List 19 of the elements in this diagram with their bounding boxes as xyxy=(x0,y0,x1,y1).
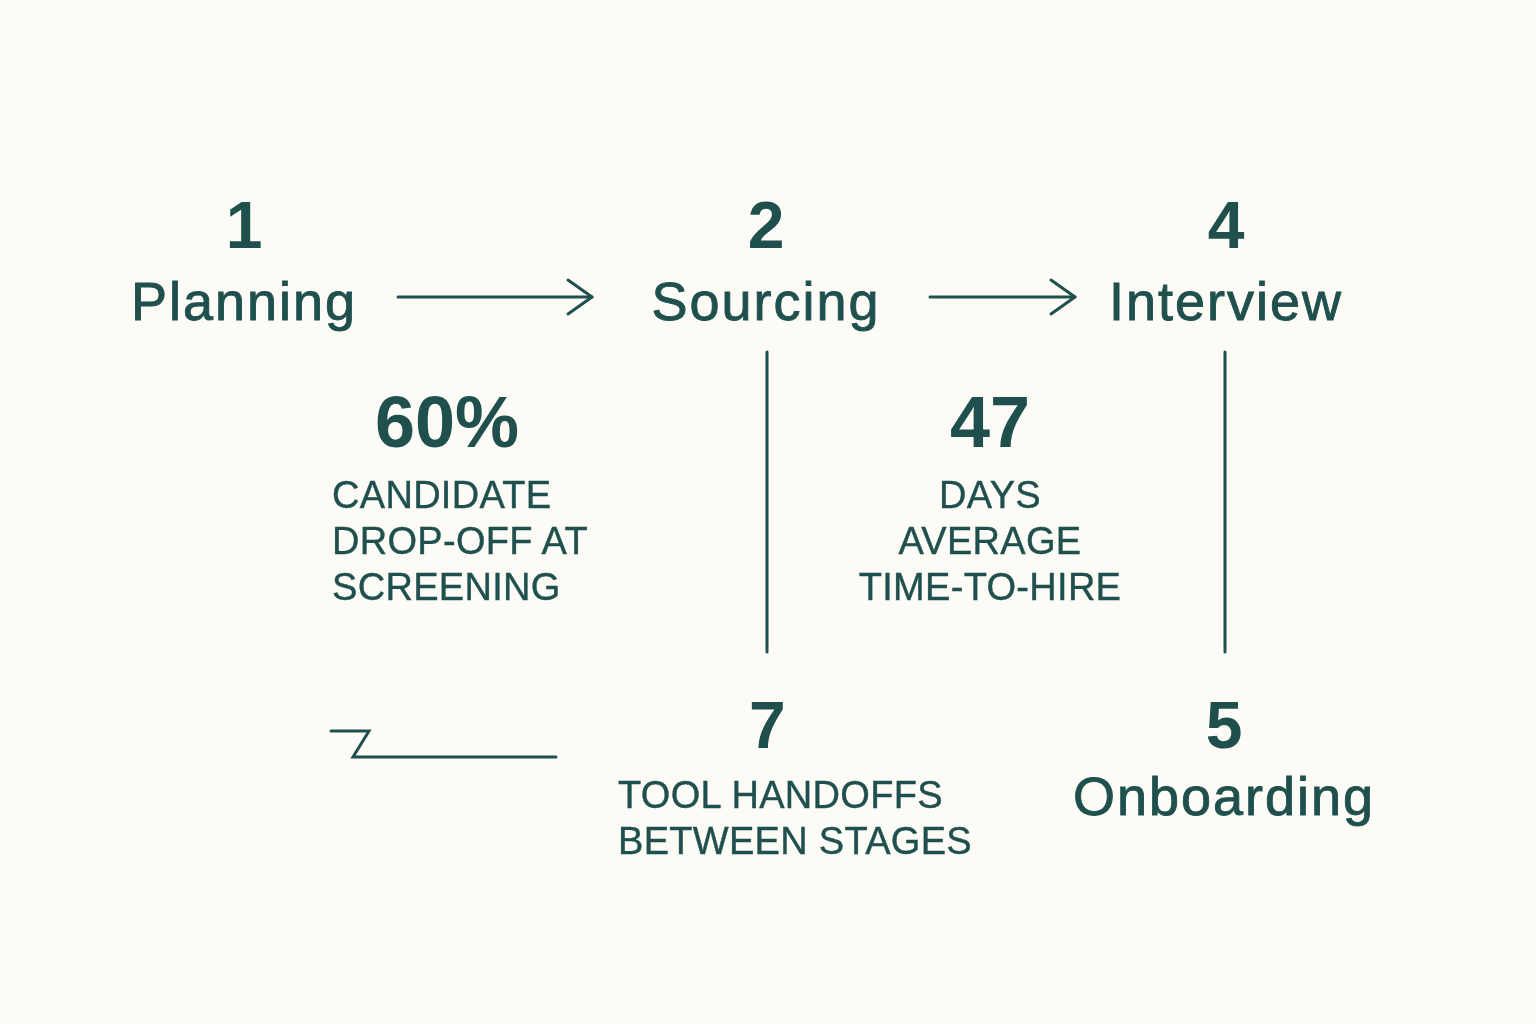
stage-name: Sourcing xyxy=(651,271,881,331)
step-number: 1 xyxy=(225,192,263,258)
stat-description: DAYS AVERAGE TIME-TO-HIRE xyxy=(857,473,1123,610)
stat-value: 47 xyxy=(949,386,1031,458)
stage-name: Interview xyxy=(1108,271,1344,331)
stat-value: 60% xyxy=(375,386,520,458)
stat-value: 7 xyxy=(749,692,786,758)
step-number: 5 xyxy=(1205,692,1243,758)
arrow xyxy=(396,278,594,316)
stage-name: Planning xyxy=(130,271,358,331)
connector-line xyxy=(1223,350,1227,654)
connector-line xyxy=(765,350,769,654)
zigzag-line xyxy=(329,729,558,759)
arrow xyxy=(928,278,1077,316)
stage-name: Onboarding xyxy=(1072,766,1376,826)
stat-description: TOOL HANDOFFS BETWEEN STAGES xyxy=(618,773,973,864)
stat-description: CANDIDATE DROP-OFF AT SCREENING xyxy=(332,473,589,610)
step-number: 4 xyxy=(1207,192,1245,258)
step-number: 2 xyxy=(747,192,785,258)
